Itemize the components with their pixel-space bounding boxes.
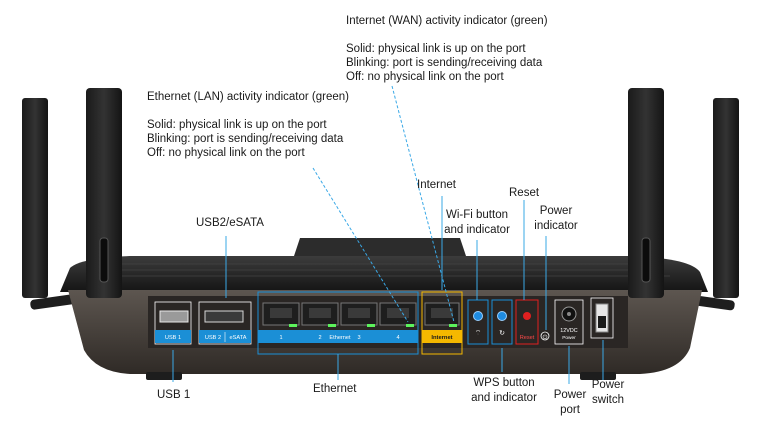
usb2-esata-frame <box>198 301 252 345</box>
lan-off-text: Off: no physical link on the port <box>147 147 305 159</box>
wifi-callout: Wi-Fi button and indicator <box>442 208 512 238</box>
eth2-label: 2 <box>318 335 321 341</box>
wan-activity-title: Internet (WAN) activity indicator (green… <box>346 15 548 27</box>
eth4-label: 4 <box>396 335 399 341</box>
internet-port-label: Internet <box>431 335 452 341</box>
reset-callout: Reset <box>509 187 540 199</box>
wan-off-text: Off: no physical link on the port <box>346 71 504 83</box>
usb2-esata-port[interactable] <box>204 310 244 323</box>
power-port-callout-line2: port <box>560 404 580 416</box>
wifi-icon: ⌔ <box>475 330 482 337</box>
lan-activity-title: Ethernet (LAN) activity indicator (green… <box>147 91 349 103</box>
antenna-far-right <box>713 98 739 298</box>
usb2-port-label: USB 2 <box>205 335 221 341</box>
usb1-callout: USB 1 <box>157 389 191 401</box>
wps-button-frame <box>491 299 513 345</box>
power-switch-frame <box>590 297 614 339</box>
wps-icon: ↻ <box>499 330 505 337</box>
power-indicator-light <box>540 331 550 341</box>
wps-callout-line2: and indicator <box>471 392 537 404</box>
power-indicator-callout: Power indicator <box>526 204 586 234</box>
power-switch-callout: Power switch <box>584 378 632 408</box>
lan-blink-text: Blinking: port is sending/receiving data <box>147 133 344 145</box>
wifi-callout-line1: Wi-Fi button <box>446 209 508 221</box>
usb1-port-label: USB 1 <box>165 335 181 341</box>
power-switch-callout-line1: Power <box>591 379 625 391</box>
ethernet-callout: Ethernet <box>313 383 357 395</box>
eth3-label: 3 <box>357 335 360 341</box>
wps-button[interactable] <box>497 311 507 321</box>
antenna-near-left <box>86 88 122 298</box>
dc-label-line2: Power <box>562 335 576 341</box>
wifi-button[interactable] <box>473 311 483 321</box>
usb2-esata-callout: USB2/eSATA <box>196 217 264 229</box>
power-indicator-callout-line2: indicator <box>534 220 578 232</box>
power-port-callout: Power port <box>546 388 594 418</box>
wps-callout: WPS button and indicator <box>464 376 544 406</box>
internet-callout: Internet <box>417 179 456 191</box>
lan-solid-text: Solid: physical link is up on the port <box>147 119 327 131</box>
power-indicator-callout-line1: Power <box>539 205 573 217</box>
reset-button[interactable] <box>523 312 531 320</box>
esata-port-label: eSATA <box>230 335 247 341</box>
wan-solid-text: Solid: physical link is up on the port <box>346 43 526 55</box>
ethernet-panel-label: Ethernet <box>329 335 351 341</box>
wifi-button-frame <box>467 299 489 345</box>
usb1-port[interactable] <box>159 310 189 323</box>
internet-port-frame <box>421 291 463 355</box>
router-body <box>60 256 708 292</box>
power-port-frame <box>554 299 584 345</box>
ethernet-ports <box>262 302 417 327</box>
leader-lines <box>172 85 604 384</box>
wan-blink-text: Blinking: port is sending/receiving data <box>346 57 543 69</box>
wifi-callout-line2: and indicator <box>444 224 510 236</box>
wps-callout-line1: WPS button <box>473 377 535 389</box>
dc-label-line1: 12VDC <box>560 328 577 334</box>
antenna-near-right <box>628 88 664 298</box>
usb1-port-frame <box>154 301 192 345</box>
power-switch-callout-line2: switch <box>592 394 624 406</box>
reset-button-frame <box>515 299 539 345</box>
power-port-callout-line1: Power <box>553 389 587 401</box>
reset-panel-label: Reset <box>520 335 535 341</box>
power-icon: ⏻ <box>543 334 548 341</box>
antenna-far-left <box>22 98 48 298</box>
eth1-label: 1 <box>279 335 282 341</box>
